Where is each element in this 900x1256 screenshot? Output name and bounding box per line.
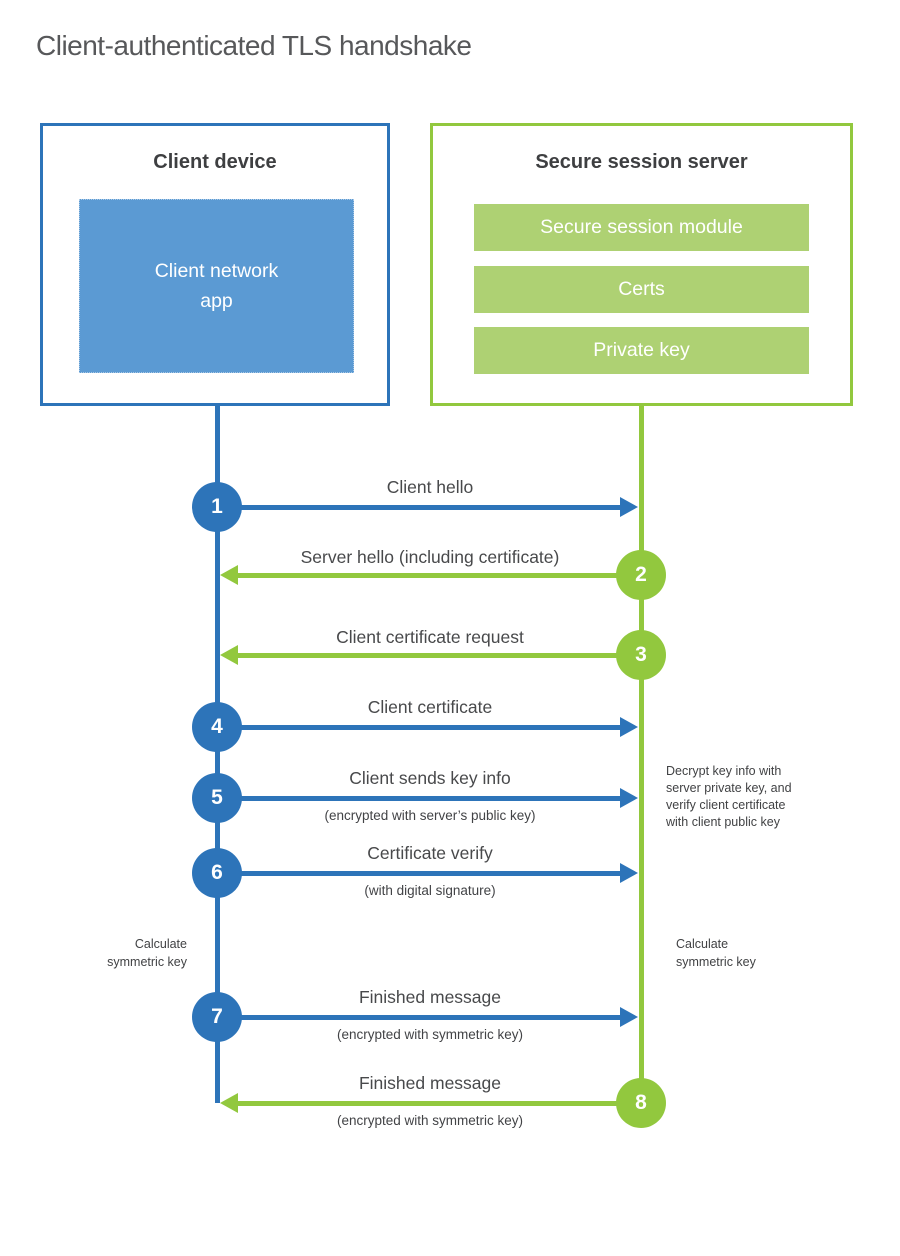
message-7-arrowhead bbox=[620, 1007, 638, 1027]
message-3-label: Client certificate request bbox=[336, 627, 524, 647]
message-5-label: Client sends key info bbox=[349, 768, 511, 788]
message-8-label: Finished message bbox=[358, 1073, 502, 1093]
server-module-certs: Certs bbox=[474, 266, 809, 313]
server-module-private-key: Private key bbox=[474, 327, 809, 374]
message-7-label: Finished message bbox=[358, 987, 502, 1007]
message-3-arrow bbox=[238, 653, 641, 658]
message-3-arrowhead bbox=[220, 645, 238, 665]
decrypt-note: Decrypt key info with server private key… bbox=[666, 764, 792, 829]
message-4-arrow bbox=[217, 725, 621, 730]
calculate-key-note-right: Calculate symmetric key bbox=[676, 937, 756, 969]
step-2-badge: 2 bbox=[616, 550, 666, 600]
diagram-title: Client-authenticated TLS handshake bbox=[36, 30, 472, 61]
message-8-arrowhead bbox=[220, 1093, 238, 1113]
message-7-sublabel: (encrypted with symmetric key) bbox=[336, 1027, 524, 1042]
message-5-arrowhead bbox=[620, 788, 638, 808]
server-lifeline bbox=[639, 405, 644, 1105]
message-1-arrow bbox=[217, 505, 621, 510]
server-box: Secure session server Secure session mod… bbox=[430, 123, 853, 406]
client-device-box: Client device Client network app bbox=[40, 123, 390, 406]
step-3-badge: 3 bbox=[616, 630, 666, 680]
client-network-app-box: Client network app bbox=[79, 199, 354, 373]
step-6-badge: 6 bbox=[192, 848, 242, 898]
step-5-badge: 5 bbox=[192, 773, 242, 823]
message-7-arrow bbox=[217, 1015, 621, 1020]
message-8-arrow bbox=[238, 1101, 641, 1106]
step-1-badge: 1 bbox=[192, 482, 242, 532]
client-device-heading: Client device bbox=[153, 151, 277, 173]
message-6-sublabel: (with digital signature) bbox=[364, 883, 496, 898]
message-2-arrow bbox=[238, 573, 641, 578]
message-2-arrowhead bbox=[220, 565, 238, 585]
message-8-sublabel: (encrypted with symmetric key) bbox=[336, 1113, 524, 1128]
message-6-arrow bbox=[217, 871, 621, 876]
client-lifeline bbox=[215, 405, 220, 1103]
message-1-label: Client hello bbox=[386, 477, 474, 497]
message-2-label: Server hello (including certificate) bbox=[300, 547, 560, 567]
step-8-badge: 8 bbox=[616, 1078, 666, 1128]
message-5-arrow bbox=[217, 796, 621, 801]
message-4-arrowhead bbox=[620, 717, 638, 737]
server-heading: Secure session server bbox=[535, 151, 748, 173]
step-4-badge: 4 bbox=[192, 702, 242, 752]
message-1-arrowhead bbox=[620, 497, 638, 517]
step-7-badge: 7 bbox=[192, 992, 242, 1042]
message-6-label: Certificate verify bbox=[367, 843, 493, 863]
message-4-label: Client certificate bbox=[367, 697, 493, 717]
message-5-sublabel: (encrypted with server’s public key) bbox=[324, 808, 536, 823]
message-6-arrowhead bbox=[620, 863, 638, 883]
server-module-secure-session: Secure session module bbox=[474, 204, 809, 251]
calculate-key-note-left: Calculate symmetric key bbox=[107, 937, 187, 969]
